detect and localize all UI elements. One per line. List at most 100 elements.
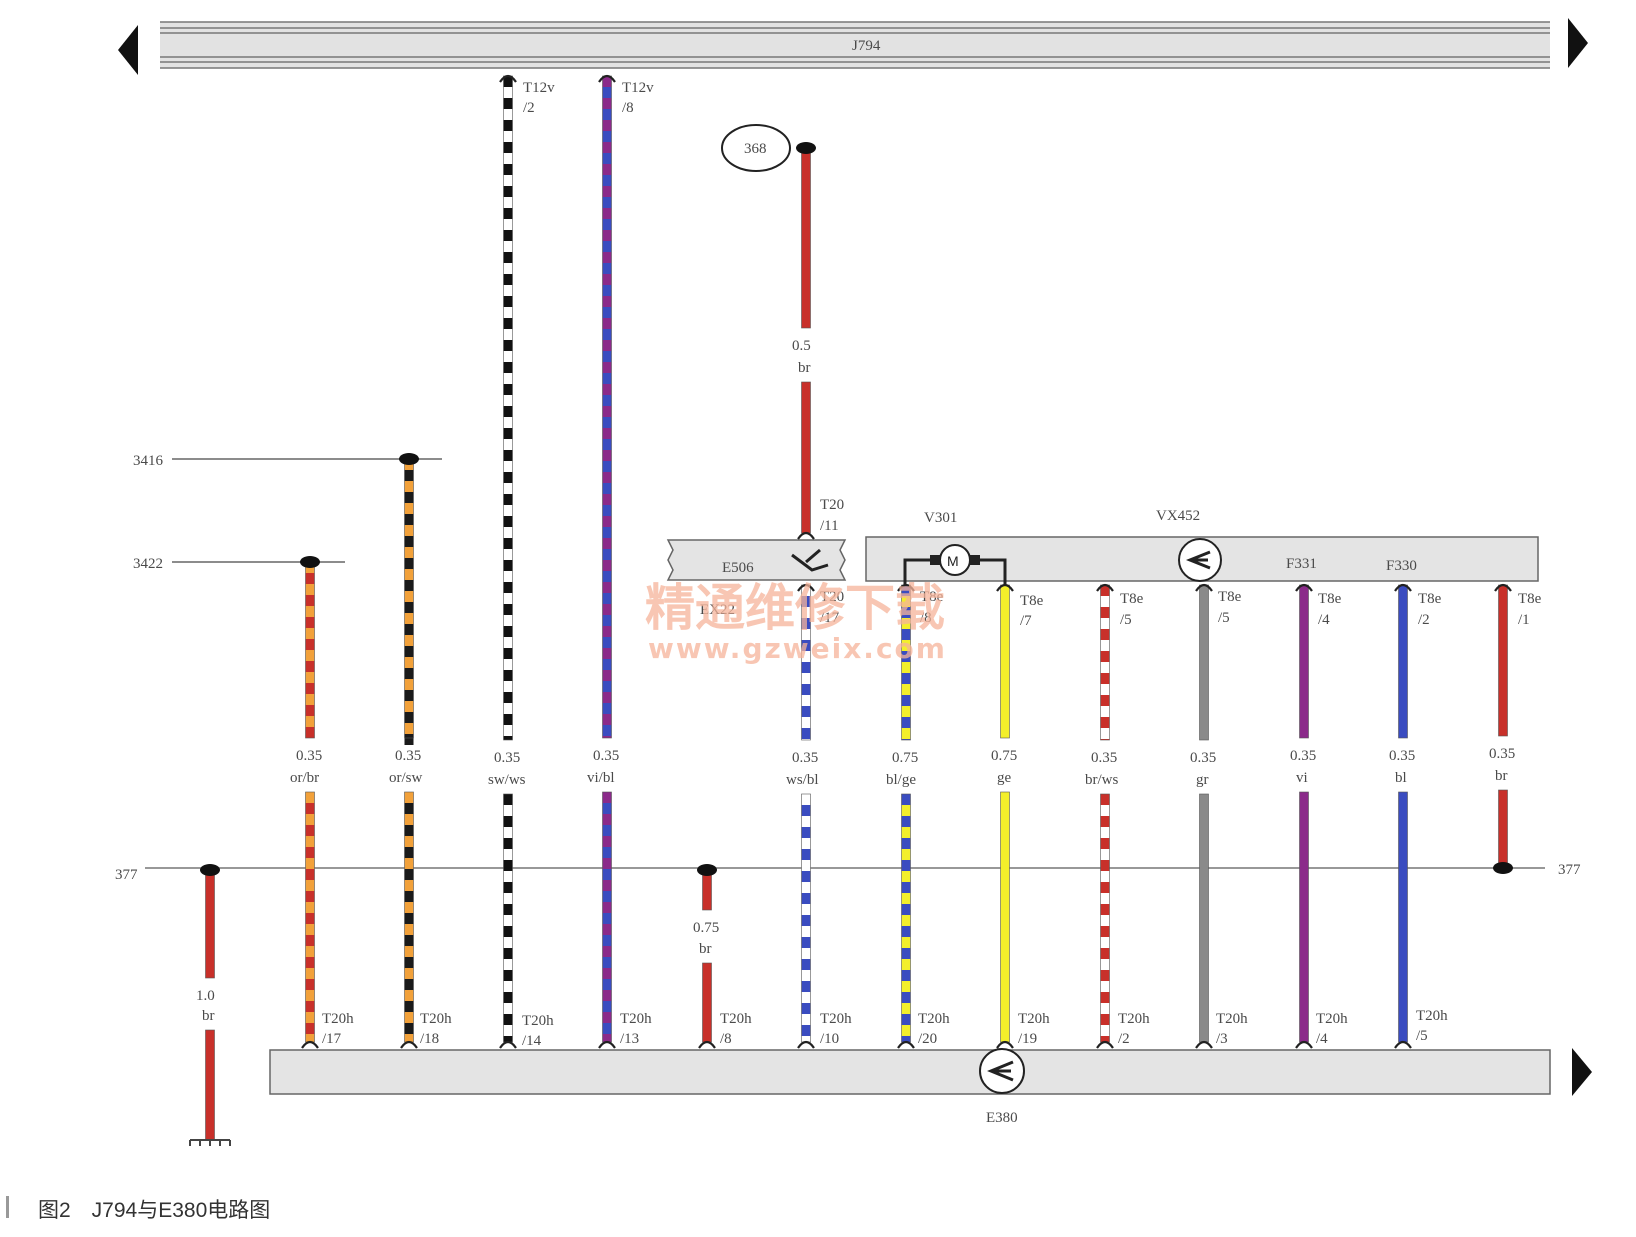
wire-stripe xyxy=(404,470,414,481)
connector-bottom-name: T20h xyxy=(720,1011,752,1027)
wire-stripe xyxy=(305,803,315,814)
connector-bottom-icon xyxy=(1295,1040,1313,1049)
wire-stripe xyxy=(503,395,513,406)
ref-3422: 3422 xyxy=(133,556,163,572)
ref-377-right: 377 xyxy=(1558,862,1581,878)
connector-top-icon xyxy=(1494,583,1512,592)
connector-top-name: T12v xyxy=(523,80,555,96)
wire-stripe xyxy=(305,869,315,880)
wire-stripe xyxy=(503,285,513,296)
connector-top-name: T8e xyxy=(1318,591,1342,607)
wire-stripe xyxy=(404,825,414,836)
wire-stripe xyxy=(801,596,811,607)
wire-stripe xyxy=(503,615,513,626)
e380-bus: E380 xyxy=(269,1048,1592,1126)
wire-stripe xyxy=(602,615,612,626)
connector-bottom-name: T20h xyxy=(620,1011,652,1027)
watermark-line1: 精通维修下载 xyxy=(645,579,945,637)
wire-stripe xyxy=(901,849,911,860)
wire-stripe xyxy=(404,1023,414,1034)
wire-stripe xyxy=(305,935,315,946)
wire-stripe xyxy=(404,602,414,613)
wire-segment xyxy=(503,76,513,740)
connector-top-name: T8e xyxy=(1120,591,1144,607)
j794-bus: J794 xyxy=(118,18,1588,75)
wire-stripe xyxy=(602,825,612,836)
figure-caption: 图2 J794与E380电路图 xyxy=(38,1199,271,1222)
connector-bottom-pin: /19 xyxy=(1018,1031,1037,1047)
wire-stripe xyxy=(602,131,612,142)
wire-stripe xyxy=(503,131,513,142)
wire-stripe xyxy=(305,957,315,968)
wire-stripe xyxy=(503,219,513,230)
caption-marker xyxy=(6,1196,9,1218)
wire-stripe xyxy=(503,1003,513,1014)
wire-stripe xyxy=(305,979,315,990)
wire-stripe xyxy=(404,1001,414,1012)
wire-stripe xyxy=(404,957,414,968)
wire-stripe xyxy=(602,351,612,362)
wire-stripe xyxy=(404,803,414,814)
wire-stripe xyxy=(602,109,612,120)
connector-top-icon xyxy=(598,74,616,83)
wire-segment xyxy=(404,459,414,738)
connector-top-pin: /5 xyxy=(1120,612,1132,628)
wire-stripe xyxy=(1100,893,1110,904)
connector-bottom-pin: /4 xyxy=(1316,1031,1328,1047)
wire-stripe xyxy=(503,483,513,494)
wire-stripe xyxy=(602,703,612,714)
wire-stripe xyxy=(404,514,414,525)
connector-bottom-icon xyxy=(897,1040,915,1049)
connector-top-pin: /4 xyxy=(1318,612,1330,628)
wire-stripe xyxy=(602,219,612,230)
wire-stripe xyxy=(503,527,513,538)
wire-stripe xyxy=(801,915,811,926)
wire-stripe xyxy=(404,624,414,635)
wire-stripe xyxy=(404,712,414,723)
wire-stripe xyxy=(602,483,612,494)
wire-stripe xyxy=(1100,849,1110,860)
wire-size-label: 0.35 xyxy=(792,750,818,766)
wire-stripe xyxy=(602,935,612,946)
connector-top-name: T20 xyxy=(820,589,844,605)
j794-label: J794 xyxy=(852,38,881,54)
connector-top-pin: /5 xyxy=(1218,610,1230,626)
wire-color-label: br xyxy=(202,1008,215,1024)
wire-color-label: vi xyxy=(1296,770,1308,786)
wire-stripe xyxy=(901,981,911,992)
wire-stripe xyxy=(404,690,414,701)
connector-top-pin: /17 xyxy=(820,610,840,626)
wire-stripe xyxy=(901,618,911,629)
splice-dot-icon xyxy=(1493,862,1513,874)
wire-stripe xyxy=(1100,981,1110,992)
wire-stripe xyxy=(901,662,911,673)
right-arrow-icon xyxy=(1568,18,1588,68)
wire-stripe xyxy=(503,937,513,948)
f331-label: F331 xyxy=(1286,556,1317,572)
wire-stripe xyxy=(901,706,911,717)
wire-stripe xyxy=(1100,706,1110,717)
wire-group: 1.0br0.35or/brT20h/170.35or/swT20h/180.3… xyxy=(189,74,1542,1146)
wire-stripe xyxy=(305,639,315,650)
connector-top-name: T8e xyxy=(1218,589,1242,605)
wire-stripe xyxy=(602,869,612,880)
wire-stripe xyxy=(602,957,612,968)
ex22-label: EX22 xyxy=(700,602,735,618)
wire-stripe xyxy=(801,959,811,970)
connector-top-icon xyxy=(996,583,1014,592)
wire-stripe xyxy=(503,241,513,252)
node-368-label: 368 xyxy=(744,141,767,157)
pushbutton-switch-icon xyxy=(791,548,829,572)
wire-size-label: 0.35 xyxy=(296,748,322,764)
switch-symbol-icon xyxy=(979,1048,1025,1094)
connector-bottom-icon xyxy=(698,1040,716,1049)
wire-stripe xyxy=(801,640,811,651)
f330-label: F330 xyxy=(1386,558,1417,574)
connector-bottom-name: T20h xyxy=(522,1013,554,1029)
connector-top-name: T8e xyxy=(1020,593,1044,609)
wire-stripe xyxy=(1100,1025,1110,1036)
switch-symbol-icon xyxy=(1178,538,1222,582)
wire-stripe xyxy=(801,981,811,992)
wire-stripe xyxy=(1100,728,1110,739)
